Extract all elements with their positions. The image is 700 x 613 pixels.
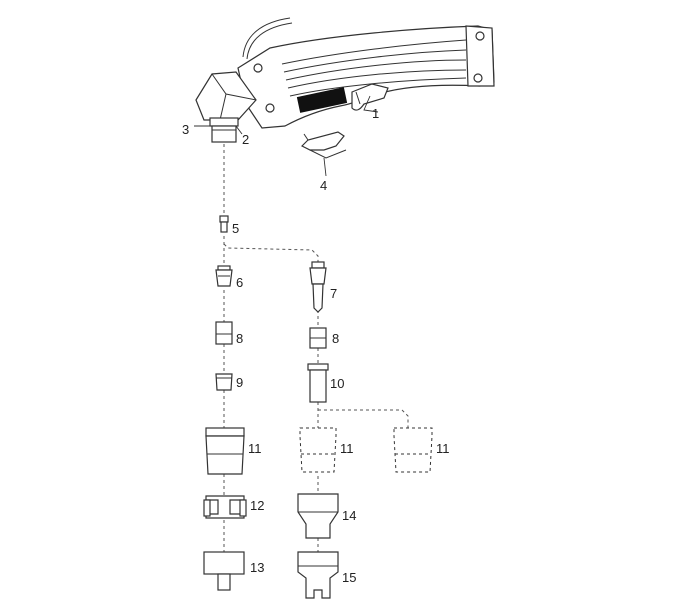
part-14-extended-cup xyxy=(297,493,339,539)
part-5-electrode-pin xyxy=(219,215,229,233)
callout-8-left: 8 xyxy=(236,331,243,346)
callout-3: 3 xyxy=(182,122,189,137)
torch-handle xyxy=(195,17,495,143)
part-8-swirl-ring-left xyxy=(215,321,233,345)
callout-11-right: 11 xyxy=(436,441,450,456)
callout-7: 7 xyxy=(330,286,337,301)
callout-12: 12 xyxy=(250,498,264,513)
callout-2: 2 xyxy=(242,132,249,147)
callout-leaders xyxy=(194,95,379,177)
part-11-shield-cup-middle xyxy=(299,427,337,473)
part-11-shield-cup-right xyxy=(393,427,433,473)
callout-15: 15 xyxy=(342,570,356,585)
callout-11-middle: 11 xyxy=(340,441,354,456)
callout-8-right: 8 xyxy=(332,331,339,346)
callout-13: 13 xyxy=(250,560,264,575)
callout-11-left: 11 xyxy=(248,441,262,456)
part-11-shield-cup-left xyxy=(205,427,245,475)
assembly-centerlines xyxy=(223,144,409,552)
part-15-gouging-cup xyxy=(297,551,339,599)
part-8-swirl-ring-right xyxy=(309,327,327,349)
part-6-electrode xyxy=(215,265,233,287)
callout-5: 5 xyxy=(232,221,239,236)
part-7-long-electrode xyxy=(309,261,327,313)
part-4-trigger-clip xyxy=(300,131,347,159)
part-9-nozzle xyxy=(215,373,233,391)
part-12-drag-spacer xyxy=(203,495,247,519)
callout-6: 6 xyxy=(236,275,243,290)
callout-9: 9 xyxy=(236,375,243,390)
part-13-deflector xyxy=(203,551,245,591)
callout-14: 14 xyxy=(342,508,356,523)
callout-10: 10 xyxy=(330,376,344,391)
callout-4: 4 xyxy=(320,178,327,193)
part-10-long-nozzle xyxy=(307,363,329,403)
callout-1: 1 xyxy=(372,106,379,121)
